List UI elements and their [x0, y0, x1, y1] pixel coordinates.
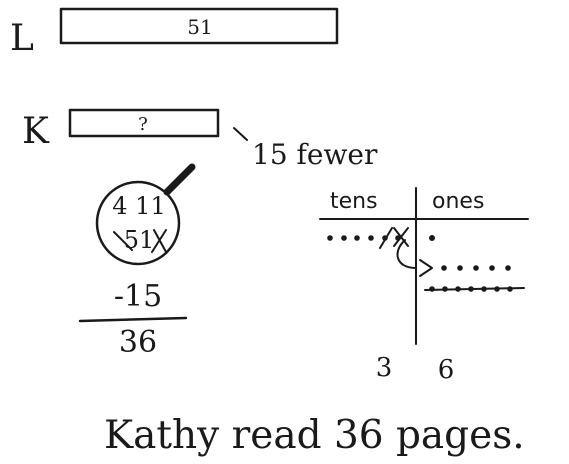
difference: 36 [119, 325, 157, 360]
regroup-digits: 4 11 [112, 192, 165, 220]
original-digits: 51 [124, 226, 155, 254]
ones-result: 6 [438, 355, 455, 385]
cross-out-marks [113, 229, 167, 253]
tens-dots [327, 235, 401, 241]
ones-header: ones [432, 189, 484, 214]
fewer-annotation: 15 fewer [252, 138, 378, 171]
ones-dots-row-1 [441, 265, 511, 271]
bar-label-l: L [10, 18, 34, 59]
answer-sentence: Kathy read 36 pages. [104, 413, 525, 458]
annotation-tick [233, 127, 248, 141]
answer-line [78, 316, 188, 323]
subtrahend: -15 [114, 279, 162, 314]
tens-header: tens [330, 189, 378, 214]
magnifier-handle [163, 163, 196, 196]
regroup-arrowhead [419, 259, 433, 277]
bar-k [68, 108, 220, 138]
bar-k-unknown: ? [138, 114, 148, 135]
tens-result: 3 [376, 353, 393, 383]
bar-l-value: 51 [187, 15, 212, 39]
bar-label-k: K [22, 111, 50, 152]
ones-strike-line [424, 287, 525, 291]
regroup-arrow [396, 239, 417, 269]
tens-cross-outs [379, 227, 409, 249]
magnifier-lens [95, 180, 181, 266]
bar-l [59, 7, 339, 45]
ones-initial-dot [429, 235, 435, 241]
